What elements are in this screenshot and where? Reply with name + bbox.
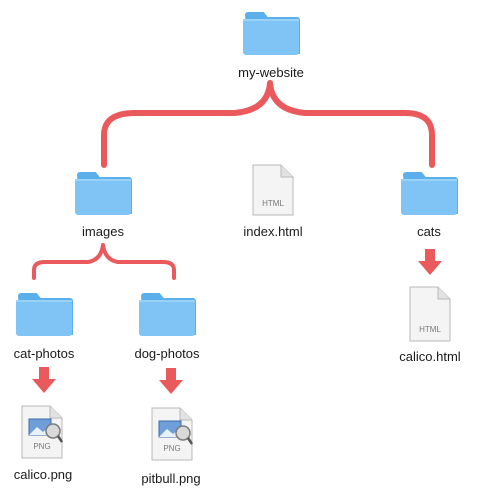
- png-file-icon: PNG: [21, 405, 64, 459]
- folder-icon: [243, 12, 300, 55]
- node-label-my-website: my-website: [238, 65, 304, 80]
- folder-icon: [139, 293, 196, 336]
- arrow-cat-photos-to-calico-png: [32, 367, 56, 393]
- folder-icon: [75, 172, 132, 215]
- folder-icon: [16, 293, 73, 336]
- png-file-icon: PNG: [151, 407, 194, 461]
- html-file-icon: HTML: [409, 286, 451, 342]
- node-label-images: images: [82, 224, 124, 239]
- node-label-calico-html: calico.html: [399, 349, 461, 364]
- file-type-badge: HTML: [262, 199, 284, 208]
- file-type-badge: HTML: [419, 325, 441, 334]
- file-type-badge: PNG: [33, 442, 50, 451]
- brace-connector-images: [32, 243, 176, 280]
- file-type-badge: PNG: [163, 444, 180, 453]
- node-label-index-html: index.html: [243, 224, 303, 239]
- brace-connector-root: [101, 80, 435, 168]
- node-label-cat-photos: cat-photos: [13, 346, 75, 361]
- node-label-cats: cats: [417, 224, 441, 239]
- folder-icon: [401, 172, 458, 215]
- node-label-pitbull-png: pitbull.png: [141, 471, 201, 486]
- node-label-calico-png: calico.png: [13, 467, 73, 482]
- arrow-dog-photos-to-pitbull-png: [159, 368, 183, 394]
- node-label-dog-photos: dog-photos: [134, 346, 200, 361]
- html-file-icon: HTML: [252, 164, 294, 216]
- arrow-cats-to-calico-html: [418, 249, 442, 275]
